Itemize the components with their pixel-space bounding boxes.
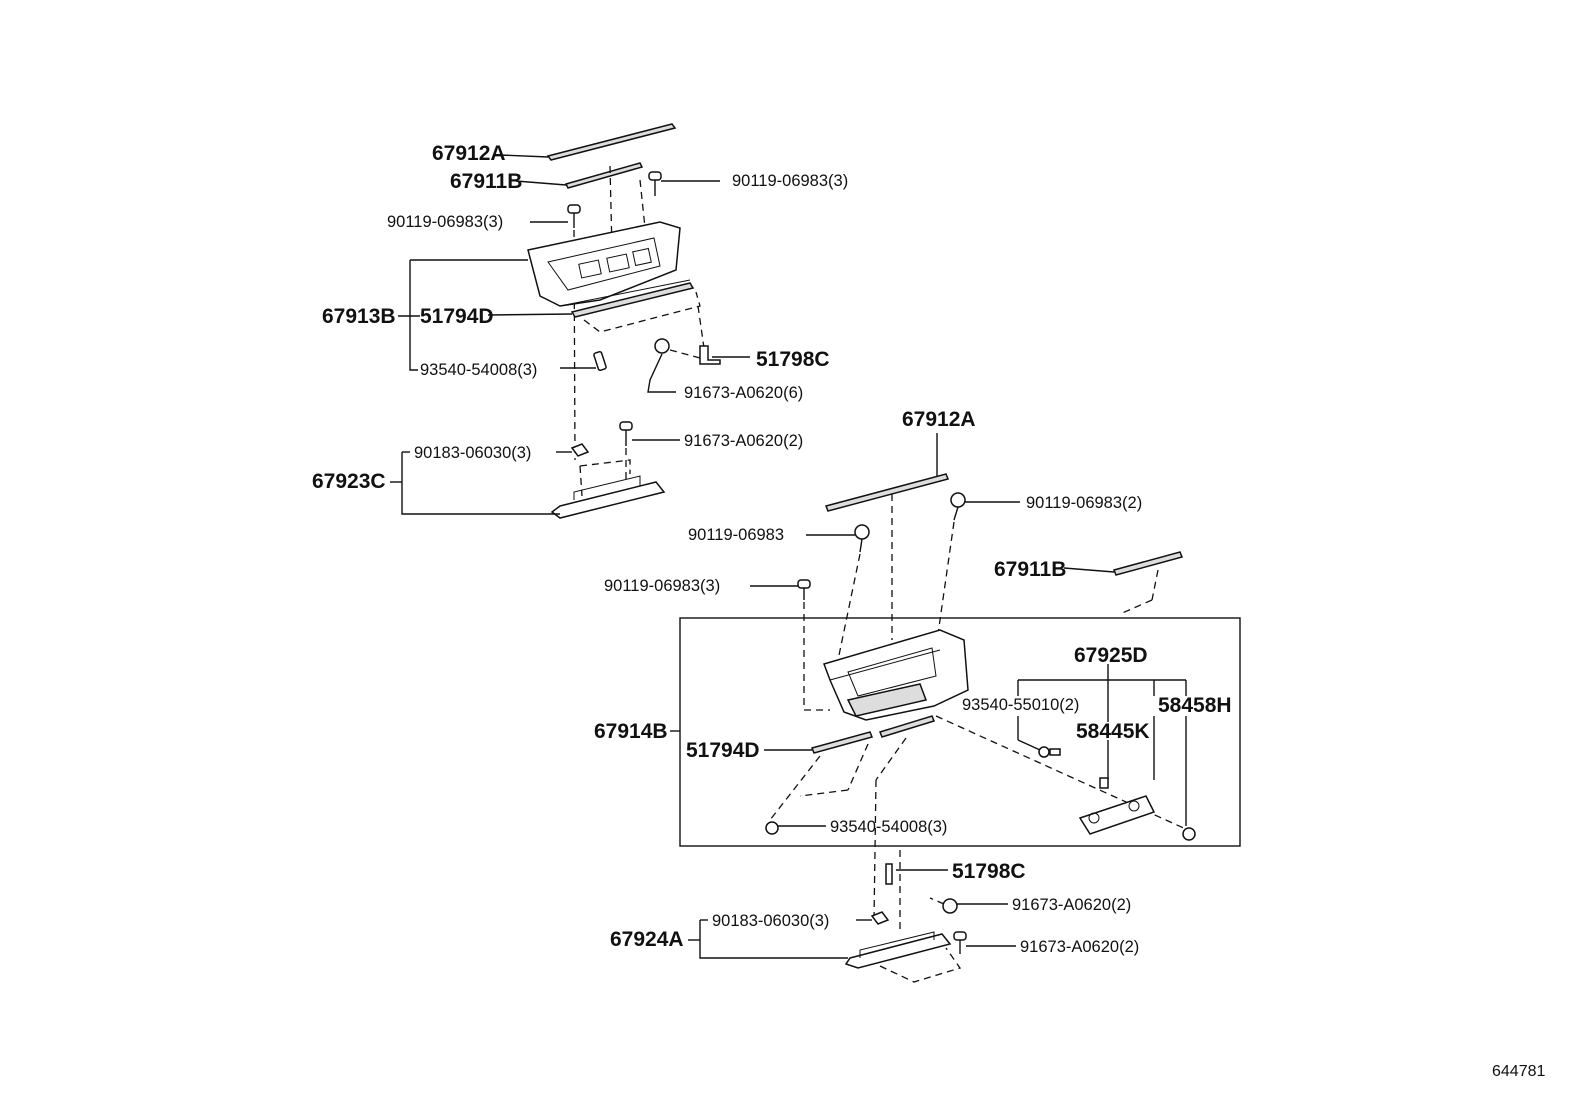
upper-assembly — [390, 123, 750, 519]
label-93540-54008-upper: 93540-54008(3) — [420, 361, 537, 379]
weatherstrip-lower — [764, 715, 935, 821]
screw-icon — [560, 350, 607, 372]
bracket-upper — [699, 345, 750, 365]
screw-icon — [806, 524, 870, 661]
bracket-lower — [885, 863, 948, 885]
label-67912a-lower: 67912A — [902, 408, 976, 431]
label-90119-06983-lower-center: 90119-06983 — [688, 526, 784, 544]
cap-icon — [1182, 827, 1196, 841]
clip-icon — [929, 897, 1008, 914]
label-67924a: 67924A — [610, 928, 684, 951]
nut-icon — [856, 911, 890, 925]
label-90119-06983-lower-left: 90119-06983(3) — [604, 577, 720, 595]
clip-icon — [953, 931, 1016, 954]
label-67923c: 67923C — [312, 470, 386, 493]
label-58458h: 58458H — [1158, 694, 1232, 717]
label-51798c-lower: 51798C — [952, 860, 1026, 883]
screw-icon — [1038, 746, 1061, 758]
label-93540-54008-lower: 93540-54008(3) — [830, 818, 947, 836]
diagram-id: 644781 — [1492, 1063, 1545, 1080]
scuff-strip-lower-b — [1063, 551, 1184, 615]
lower-trim-lower — [844, 931, 962, 983]
retainer-group — [1017, 664, 1187, 826]
screw-icon — [765, 821, 826, 835]
label-67914b: 67914B — [594, 720, 668, 743]
pad-icon — [1078, 777, 1156, 835]
assembly-box — [679, 617, 1241, 847]
clip-icon — [619, 421, 680, 480]
label-51794d-lower: 51794D — [686, 739, 760, 762]
label-67911b-upper: 67911B — [450, 170, 522, 193]
label-91673-a0620-2-lower-b: 91673-A0620(2) — [1020, 938, 1139, 956]
scuff-strip-upper-a — [499, 123, 677, 161]
label-67925d: 67925D — [1074, 644, 1148, 667]
label-91673-a0620-2-upper: 91673-A0620(2) — [684, 432, 803, 450]
lower-assembly — [670, 433, 1241, 983]
label-67912a-upper: 67912A — [432, 142, 506, 165]
step-panel-upper — [527, 221, 691, 307]
step-panel-lower — [823, 629, 969, 721]
label-51798c-upper: 51798C — [756, 348, 830, 371]
nut-icon — [556, 443, 590, 457]
clip-icon — [647, 338, 701, 393]
label-93540-55010: 93540-55010(2) — [962, 696, 1079, 714]
label-51794d-upper: 51794D — [420, 305, 494, 328]
label-58445k: 58445K — [1076, 720, 1150, 743]
screw-icon — [750, 579, 830, 711]
lower-trim-upper — [550, 459, 666, 519]
label-90183-06030-lower: 90183-06030(3) — [712, 912, 829, 930]
screw-icon — [929, 492, 1020, 691]
labels: 67912A 67911B 90119-06983(3) 90119-06983… — [312, 142, 1545, 1080]
label-90119-06983-lower-right: 90119-06983(2) — [1026, 494, 1142, 512]
label-90183-06030-upper: 90183-06030(3) — [414, 444, 531, 462]
label-91673-a0620-6: 91673-A0620(6) — [684, 384, 803, 402]
label-67911b-lower: 67911B — [994, 558, 1066, 581]
scuff-strip-lower-a — [824, 433, 950, 640]
label-90119-06983-upper-right: 90119-06983(3) — [732, 172, 848, 190]
label-67913b: 67913B — [322, 305, 396, 328]
label-91673-a0620-2-lower-a: 91673-A0620(2) — [1012, 896, 1131, 914]
weatherstrip-upper — [487, 282, 695, 318]
screw-icon — [648, 171, 720, 196]
label-90119-06983-upper-left: 90119-06983(3) — [387, 213, 503, 231]
scuff-strip-upper-b — [515, 162, 644, 189]
screw-icon — [530, 204, 581, 228]
